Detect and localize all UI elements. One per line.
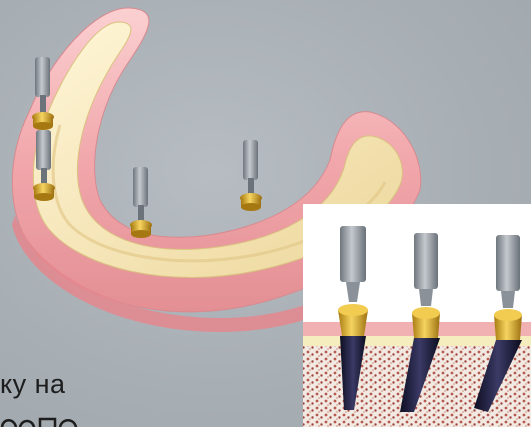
caption-text: ку на <box>0 369 80 399</box>
arch-implant-3 <box>130 167 152 238</box>
caption-line-2-cut <box>0 414 80 427</box>
caption-line-1: ку на <box>0 369 80 399</box>
cross-section-inset <box>303 204 531 427</box>
arch-implant-4 <box>240 140 262 211</box>
